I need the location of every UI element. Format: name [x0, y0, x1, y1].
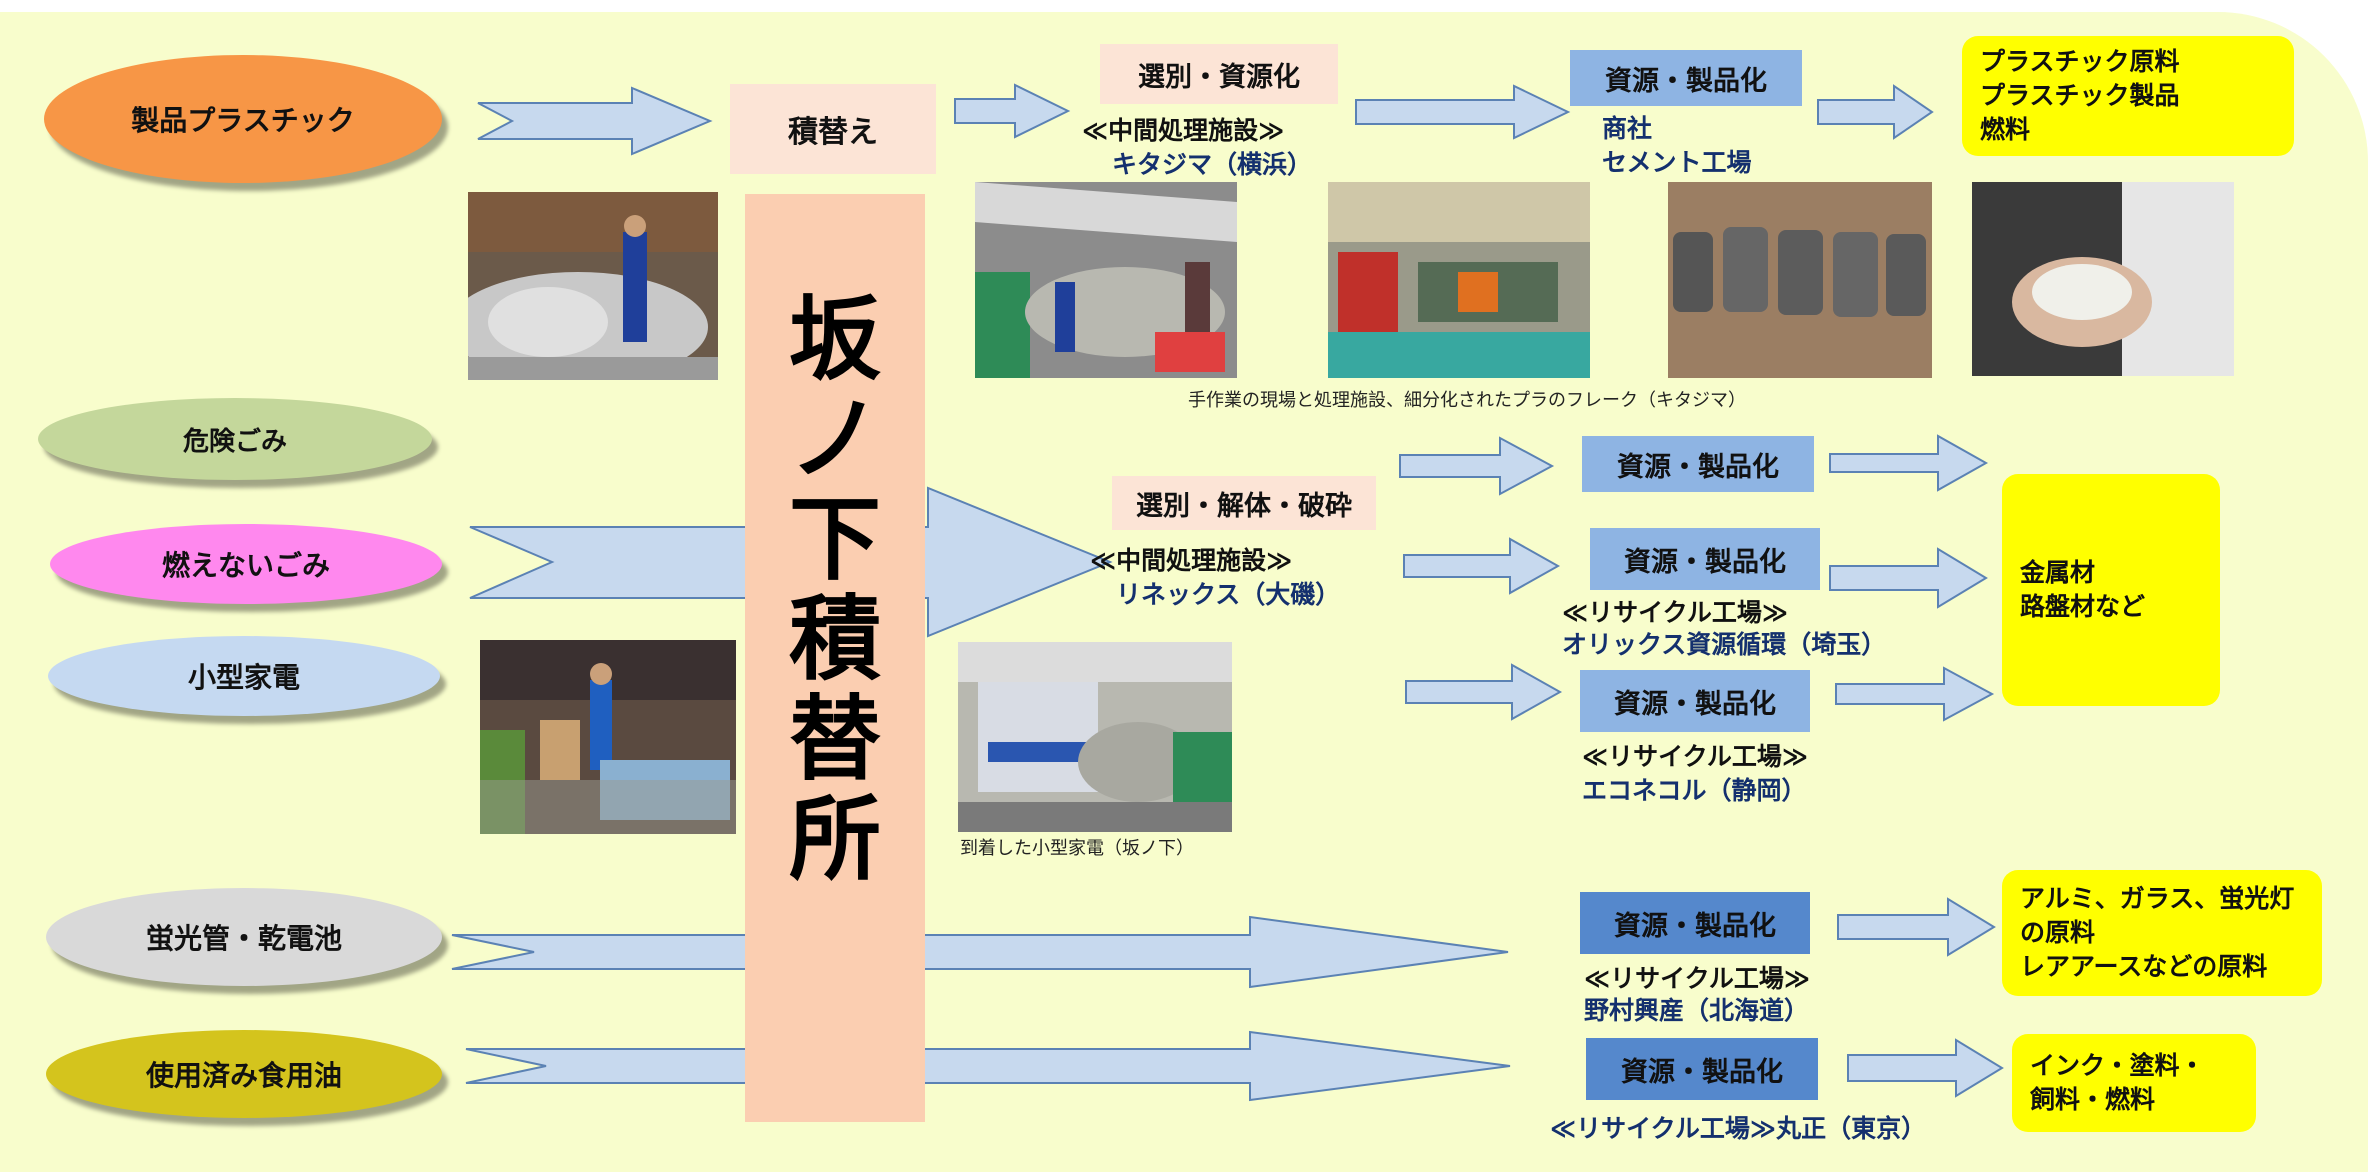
arrow-oil-to-product	[465, 1030, 1511, 1102]
arrow-product3-to-metal	[1835, 666, 1995, 722]
transfer-station-title-char: 積	[788, 586, 881, 693]
transfer-station-bar	[745, 194, 925, 1122]
arrow-sorting-to-product	[1355, 84, 1571, 140]
metal-output-1: 金属材	[2020, 558, 2096, 587]
metal-caption: 到着した小型家電（坂ノ下）	[960, 838, 1194, 859]
source-cooking-oil: 使用済み食用油	[46, 1030, 442, 1118]
arrow-sorting-to-product-2	[1403, 537, 1561, 595]
fluorescent-recycler-type: ≪リサイクル工場≫	[1584, 964, 1811, 993]
fluorescent-output-2: の原料	[2020, 918, 2096, 947]
photo-processing-plant	[1328, 182, 1590, 378]
metal-recycler2-type: ≪リサイクル工場≫	[1582, 742, 1809, 771]
plastic-destination-1: 商社	[1602, 114, 1653, 143]
transfer-short-label: 積替え	[730, 84, 936, 174]
photo-small-appliances-sorting	[480, 640, 736, 834]
transfer-station-title-char: 所	[788, 786, 881, 893]
transfer-station-title-char: 坂	[788, 286, 881, 393]
metal-output-2: 路盤材など	[2020, 592, 2146, 621]
source-nonburnable: 燃えないごみ	[50, 524, 442, 604]
transfer-station-title-char: 替	[788, 686, 881, 793]
source-fluorescent-batteries: 蛍光管・乾電池	[46, 888, 442, 986]
metal-recycler2-name: エコネコル（静岡）	[1582, 776, 1807, 805]
photo-plastic-flakes-hands	[1972, 182, 2234, 376]
plastic-output-1: プラスチック原料	[1980, 47, 2180, 76]
fluorescent-output-3: レアアースなどの原料	[2020, 952, 2268, 981]
plastic-caption: 手作業の現場と処理施設、細分化されたプラのフレーク（キタジマ）	[1188, 390, 1746, 411]
metal-facility-type: ≪中間処理施設≫	[1090, 546, 1293, 575]
plastic-output-box: プラスチック原料 プラスチック製品 燃料	[1962, 36, 2294, 156]
arrow-product2-to-metal	[1829, 547, 1988, 609]
metal-product-box-3: 資源・製品化	[1580, 670, 1810, 732]
arrow-plastic-to-transfer	[477, 86, 713, 156]
arrow-sorting-to-product-3	[1405, 663, 1563, 721]
arrow-product1-to-metal	[1829, 434, 1989, 492]
metal-product-box-2: 資源・製品化	[1590, 528, 1820, 590]
transfer-station-title-char: 下	[788, 486, 881, 593]
plastic-destination-2: セメント工場	[1602, 148, 1752, 177]
arrow-sorting-to-product-1	[1399, 436, 1555, 496]
fluorescent-output-1: アルミ、ガラス、蛍光灯	[2020, 884, 2295, 913]
plastic-process-box: 選別・資源化	[1100, 44, 1338, 104]
oil-output-1: インク・塗料・	[2030, 1051, 2205, 1080]
oil-product-box: 資源・製品化	[1586, 1038, 1818, 1100]
photo-plastic-pile	[468, 192, 718, 380]
plastic-facility-name: キタジマ（横浜）	[1112, 150, 1313, 179]
arrow-product-to-output	[1817, 84, 1934, 140]
arrow-fluorescent-product-to-output	[1837, 897, 1996, 957]
plastic-facility-type: ≪中間処理施設≫	[1082, 116, 1285, 145]
arrow-fluorescent-to-product	[451, 915, 1509, 989]
oil-recycler: ≪リサイクル工場≫丸正（東京）	[1550, 1114, 1927, 1143]
metal-process-box: 選別・解体・破砕	[1112, 476, 1376, 530]
photo-truck-unloading	[958, 642, 1232, 832]
fluorescent-recycler-name: 野村興産（北海道）	[1584, 996, 1810, 1025]
fluorescent-product-box: 資源・製品化	[1580, 892, 1810, 954]
oil-output-box: インク・塗料・ 飼料・燃料	[2012, 1034, 2256, 1132]
metal-recycler1-name: オリックス資源循環（埼玉）	[1562, 630, 1887, 659]
plastic-output-3: 燃料	[1980, 115, 2031, 144]
metal-facility-name: リネックス（大磯）	[1116, 580, 1341, 609]
metal-output-box: 金属材 路盤材など	[2002, 474, 2220, 706]
arrow-oil-product-to-output	[1847, 1038, 2004, 1098]
source-plastic: 製品プラスチック	[44, 55, 442, 183]
fluorescent-output-box: アルミ、ガラス、蛍光灯 の原料 レアアースなどの原料	[2002, 870, 2322, 996]
source-hazardous: 危険ごみ	[38, 398, 432, 480]
transfer-station-title-char: ノ	[788, 386, 881, 493]
metal-product-box-1: 資源・製品化	[1582, 436, 1814, 492]
plastic-product-box: 資源・製品化	[1570, 50, 1802, 106]
photo-handwork-site	[975, 182, 1237, 378]
arrow-transfer-to-sorting	[954, 83, 1071, 139]
source-small-appliances: 小型家電	[48, 636, 440, 716]
metal-recycler1-type: ≪リサイクル工場≫	[1562, 598, 1789, 627]
oil-output-2: 飼料・燃料	[2030, 1085, 2156, 1114]
plastic-output-2: プラスチック製品	[1980, 81, 2180, 110]
transfer-station-title: 坂ノ下積替所	[745, 290, 925, 890]
photo-plastic-flakes-cylinders	[1668, 182, 1932, 378]
